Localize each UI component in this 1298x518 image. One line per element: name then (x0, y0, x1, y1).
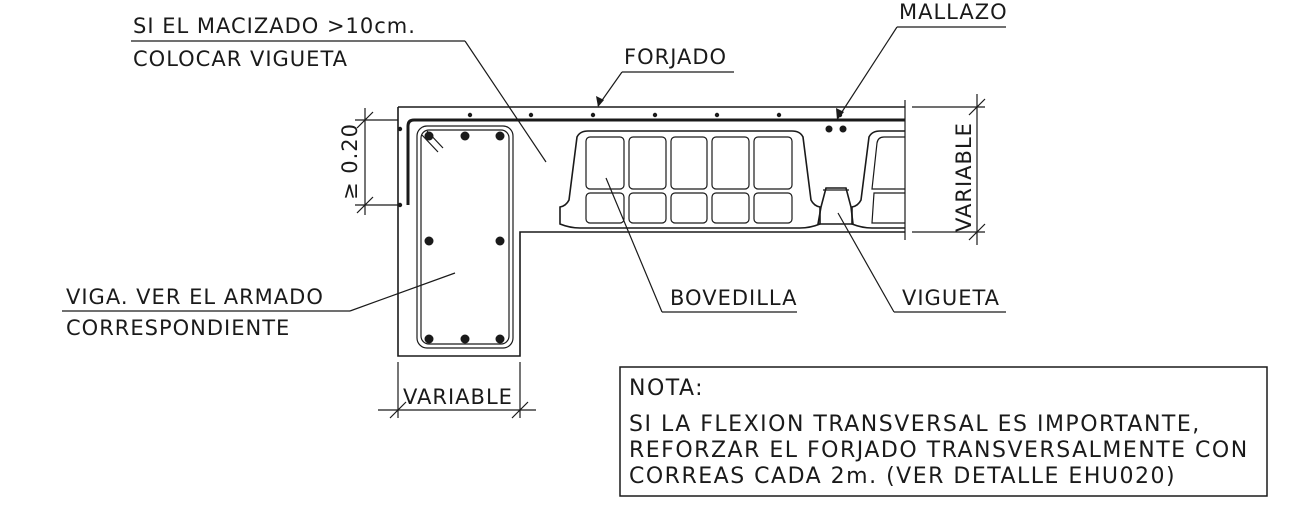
beam-stirrup (416, 125, 514, 349)
label-viga: VIGA. VER EL ARMADO CORRESPONDIENTE (62, 272, 456, 340)
label-mallazo-text: MALLAZO (899, 0, 1008, 24)
label-forjado: FORJADO (596, 45, 734, 107)
label-macizado-line2: COLOCAR VIGUETA (133, 47, 348, 71)
dim-variable-bottom: VARIABLE (378, 362, 536, 419)
label-bovedilla: BOVEDILLA (605, 177, 797, 313)
bovedilla-block-partial (851, 130, 905, 229)
dim-variable-bottom-label: VARIABLE (403, 385, 513, 409)
label-macizado: SI EL MACIZADO >10cm. COLOCAR VIGUETA (131, 14, 547, 163)
label-viga-line2: CORRESPONDIENTE (66, 316, 290, 340)
note-box: NOTA: SI LA FLEXION TRANSVERSAL ES IMPOR… (619, 366, 1268, 497)
beam-stirrup-inner (420, 129, 510, 345)
label-macizado-line1: SI EL MACIZADO >10cm. (133, 14, 416, 38)
top-reinforcement (397, 112, 905, 208)
dim-variable-right: VARIABLE (904, 94, 986, 245)
label-forjado-text: FORJADO (624, 45, 727, 69)
dim-variable-right-label: VARIABLE (952, 122, 976, 232)
note-line1: SI LA FLEXION TRANSVERSAL ES IMPORTANTE, (629, 412, 1201, 437)
label-bovedilla-text: BOVEDILLA (670, 286, 797, 310)
label-mallazo: MALLAZO (825, 0, 1008, 133)
note-title: NOTA: (629, 376, 704, 401)
stirrup-hook (421, 134, 439, 153)
dim-020: ≥ 0.20 (338, 108, 398, 215)
label-vigueta: VIGUETA (837, 212, 1006, 313)
beam-slab-outline (397, 106, 905, 357)
note-line3: CORREAS CADA 2m. (VER DETALLE EHU020) (629, 464, 1176, 489)
dim-020-label: ≥ 0.20 (338, 123, 362, 200)
label-vigueta-text: VIGUETA (902, 286, 1000, 310)
note-line2: REFORZAR EL FORJADO TRANSVERSALMENTE CON (629, 438, 1249, 463)
label-viga-line1: VIGA. VER EL ARMADO (66, 285, 324, 309)
bovedilla-block (559, 130, 821, 229)
beam-rebars (424, 131, 505, 344)
vigueta-joist (817, 187, 854, 225)
